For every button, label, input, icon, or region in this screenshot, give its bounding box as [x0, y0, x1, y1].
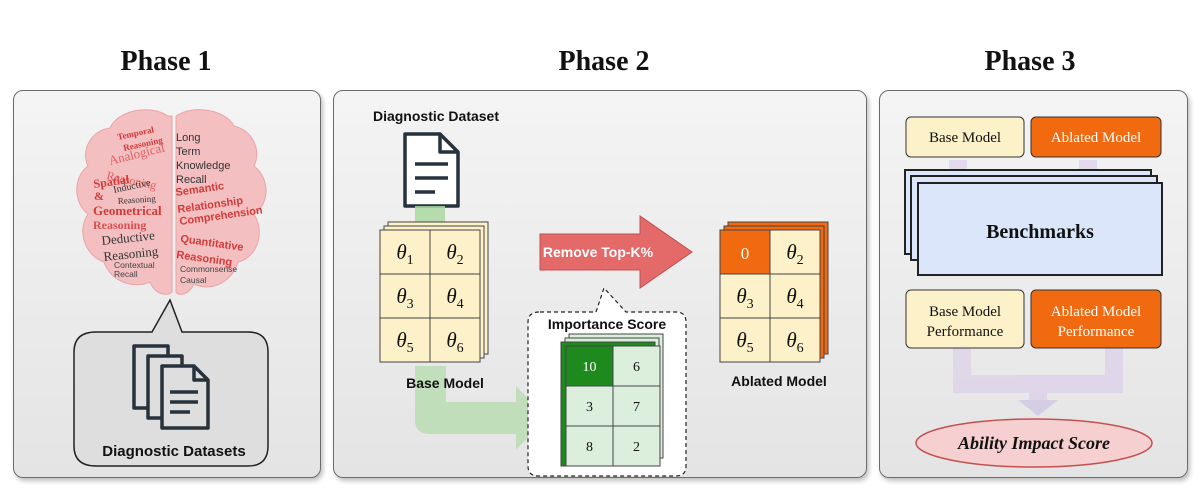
importance-cells: 10 6 3 7 8 2 — [565, 345, 661, 467]
brain-word: Recall — [114, 269, 138, 279]
remove-top-k-label: Remove Top-K% — [543, 244, 654, 260]
brain-word: Long — [176, 132, 200, 144]
ablated-model-box — [1030, 116, 1162, 158]
phase-2-title: Phase 2 — [558, 46, 650, 77]
document-icon — [403, 132, 460, 208]
ablated-performance-line2: Performance — [1058, 324, 1135, 340]
grid-cell — [429, 229, 481, 275]
brain-word: & — [94, 189, 104, 203]
brain-icon — [76, 109, 267, 295]
remove-top-k-arrow — [539, 215, 693, 289]
green-flow-arrows — [415, 206, 546, 450]
brain-word: Commonsense — [180, 264, 237, 274]
brain-word: Recall — [176, 174, 207, 186]
brain-word: Spatial — [92, 172, 130, 191]
brain-word: Reasoning — [93, 218, 146, 232]
documents-icon — [132, 344, 210, 430]
impact-score-ellipse — [915, 418, 1153, 468]
diagnostic-dataset-label: Diagnostic Dataset — [373, 108, 499, 124]
base-model-label: Base Model — [406, 375, 484, 391]
grid-cell — [429, 317, 481, 363]
brain-word: Causal — [180, 275, 207, 285]
base-performance-line2: Performance — [927, 324, 1004, 340]
base-performance-box — [905, 289, 1025, 349]
brain-word: Knowledge — [176, 160, 230, 172]
phase-3-title: Phase 3 — [984, 46, 1076, 77]
diagnostic-datasets-label: Diagnostic Datasets — [102, 443, 245, 460]
grid-cell — [769, 229, 821, 275]
importance-score-value: 10 — [583, 360, 597, 375]
ablated-performance-line1: Ablated Model — [1051, 304, 1141, 320]
ablated-model-text: Ablated Model — [1051, 130, 1141, 146]
base-model-text: Base Model — [929, 130, 1001, 146]
base-model-box — [905, 116, 1025, 158]
importance-score-value: 3 — [586, 400, 593, 415]
grid-cell — [379, 229, 431, 275]
ability-impact-score-label: Ability Impact Score — [957, 433, 1110, 453]
grid-cell — [612, 425, 661, 467]
grid-cell — [769, 317, 821, 363]
benchmarks-label: Benchmarks — [986, 221, 1094, 243]
importance-score-label: Importance Score — [548, 316, 666, 332]
brain-word: Reasoning — [103, 243, 160, 264]
phase-1-title: Phase 1 — [120, 46, 212, 77]
grid-cell — [429, 273, 481, 319]
importance-score-value: 7 — [633, 400, 640, 415]
param-label: 0 — [741, 244, 750, 263]
ablated-model-label: Ablated Model — [731, 373, 827, 389]
grid-cell — [719, 317, 771, 363]
brain-right-words: Long Term Knowledge Recall Semantic Rela… — [175, 132, 264, 285]
grid-cell — [379, 317, 431, 363]
importance-score-value: 6 — [633, 360, 640, 375]
grid-cell — [612, 385, 661, 427]
base-performance-line1: Base Model — [929, 304, 1001, 320]
brain-word: Reasoning — [117, 193, 156, 206]
brain-word: Geometrical — [93, 203, 162, 218]
brain-word: Contextual — [114, 260, 155, 270]
importance-score-value: 2 — [633, 440, 640, 455]
benchmarks-stack — [904, 169, 1163, 276]
importance-score-value: 8 — [586, 440, 593, 455]
grid-cell — [769, 273, 821, 319]
grid-cell — [565, 425, 614, 467]
brain-word: Deductive — [101, 227, 156, 248]
ablated-performance-box — [1030, 289, 1162, 349]
brain-word: Term — [176, 146, 200, 158]
